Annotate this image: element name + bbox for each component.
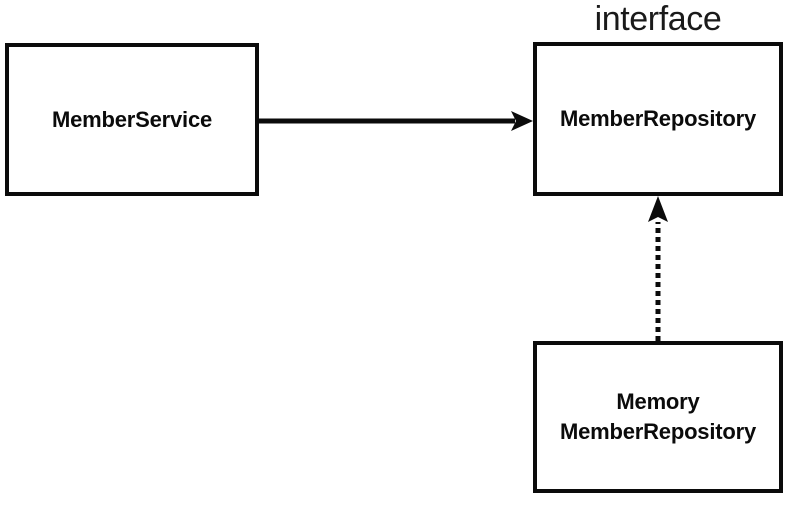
interface-box-member-repository[interactable]: MemberRepository [533, 42, 783, 196]
implementation-arrow[interactable] [645, 196, 671, 342]
class-box-memory-member-repository-label: Memory MemberRepository [559, 389, 757, 444]
interface-box-member-repository-label: MemberRepository [559, 106, 757, 132]
class-box-member-service[interactable]: MemberService [5, 43, 259, 196]
class-box-member-service-label: MemberService [51, 106, 213, 132]
class-box-memory-member-repository[interactable]: Memory MemberRepository [533, 341, 783, 493]
interface-caption: interface [594, 0, 722, 38]
dependency-arrow[interactable] [259, 108, 533, 134]
